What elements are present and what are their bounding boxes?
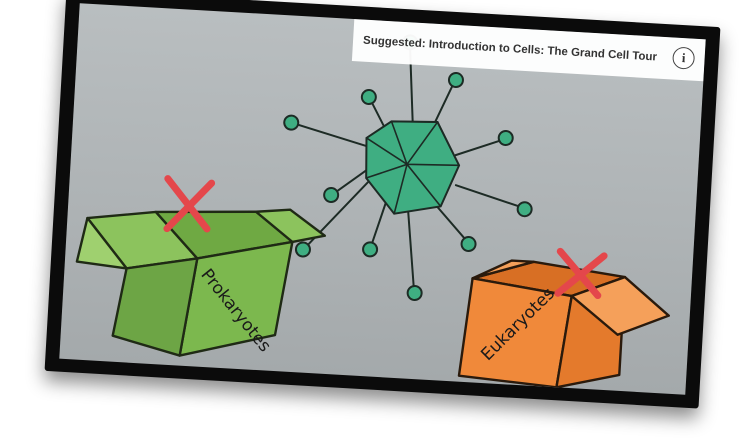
photo-frame: Prokaryotes Eukaryotes Suggested: Introd… — [44, 0, 721, 409]
virus-capsid — [365, 120, 461, 215]
eukaryotes-box — [457, 259, 670, 389]
eukaryotes-x-mark-icon — [554, 247, 608, 300]
info-icon[interactable]: i — [671, 46, 696, 70]
illustration: Prokaryotes Eukaryotes — [75, 34, 670, 389]
suggested-video-title[interactable]: Suggested: Introduction to Cells: The Gr… — [362, 34, 658, 64]
prokaryotes-box — [75, 208, 326, 357]
prokaryotes-x-mark-icon — [163, 175, 216, 233]
video-player-screen[interactable]: Prokaryotes Eukaryotes Suggested: Introd… — [59, 3, 706, 395]
